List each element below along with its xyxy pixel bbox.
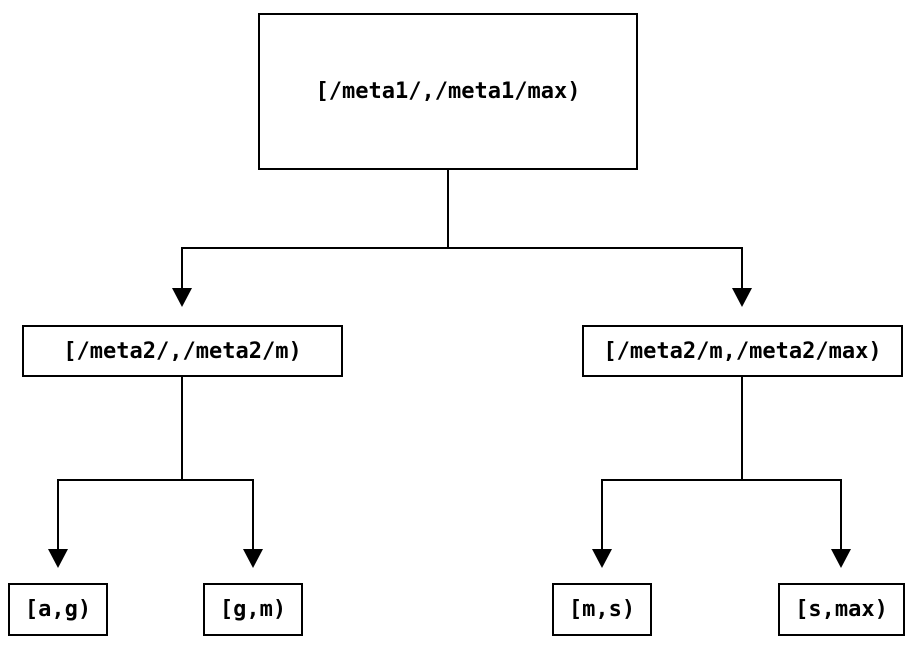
node-leaf-m-s: [m,s) [552,583,652,636]
connector-right-drop-left [601,479,603,549]
connector-left-drop-left [57,479,59,549]
node-leaf-s-max-label: [s,max) [795,597,888,622]
node-branch-right-label: [/meta2/m,/meta2/max) [603,338,882,364]
node-branch-left: [/meta2/,/meta2/m) [22,325,343,377]
connector-root-drop-left [181,247,183,288]
connector-root-drop-right [741,247,743,288]
connector-right-rail [601,479,842,481]
arrow-down-icon [243,549,263,568]
arrow-down-icon [732,288,752,307]
node-leaf-a-g-label: [a,g) [24,597,92,622]
node-branch-left-label: [/meta2/,/meta2/m) [63,338,302,364]
node-leaf-g-m-label: [g,m) [219,597,287,622]
connector-left-drop-right [252,479,254,549]
node-leaf-s-max: [s,max) [778,583,905,636]
node-leaf-m-s-label: [m,s) [568,597,636,622]
node-leaf-a-g: [a,g) [8,583,108,636]
node-leaf-g-m: [g,m) [203,583,303,636]
connector-left-rail [57,479,254,481]
node-root-label: [/meta1/,/meta1/max) [315,79,581,104]
arrow-down-icon [831,549,851,568]
node-branch-right: [/meta2/m,/meta2/max) [582,325,903,377]
connector-right-stem [741,377,743,480]
arrow-down-icon [48,549,68,568]
connector-right-drop-right [840,479,842,549]
arrow-down-icon [172,288,192,307]
arrow-down-icon [592,549,612,568]
connector-root-stem [447,170,449,248]
node-root: [/meta1/,/meta1/max) [258,13,638,170]
connector-left-stem [181,377,183,480]
connector-root-rail [181,247,743,249]
